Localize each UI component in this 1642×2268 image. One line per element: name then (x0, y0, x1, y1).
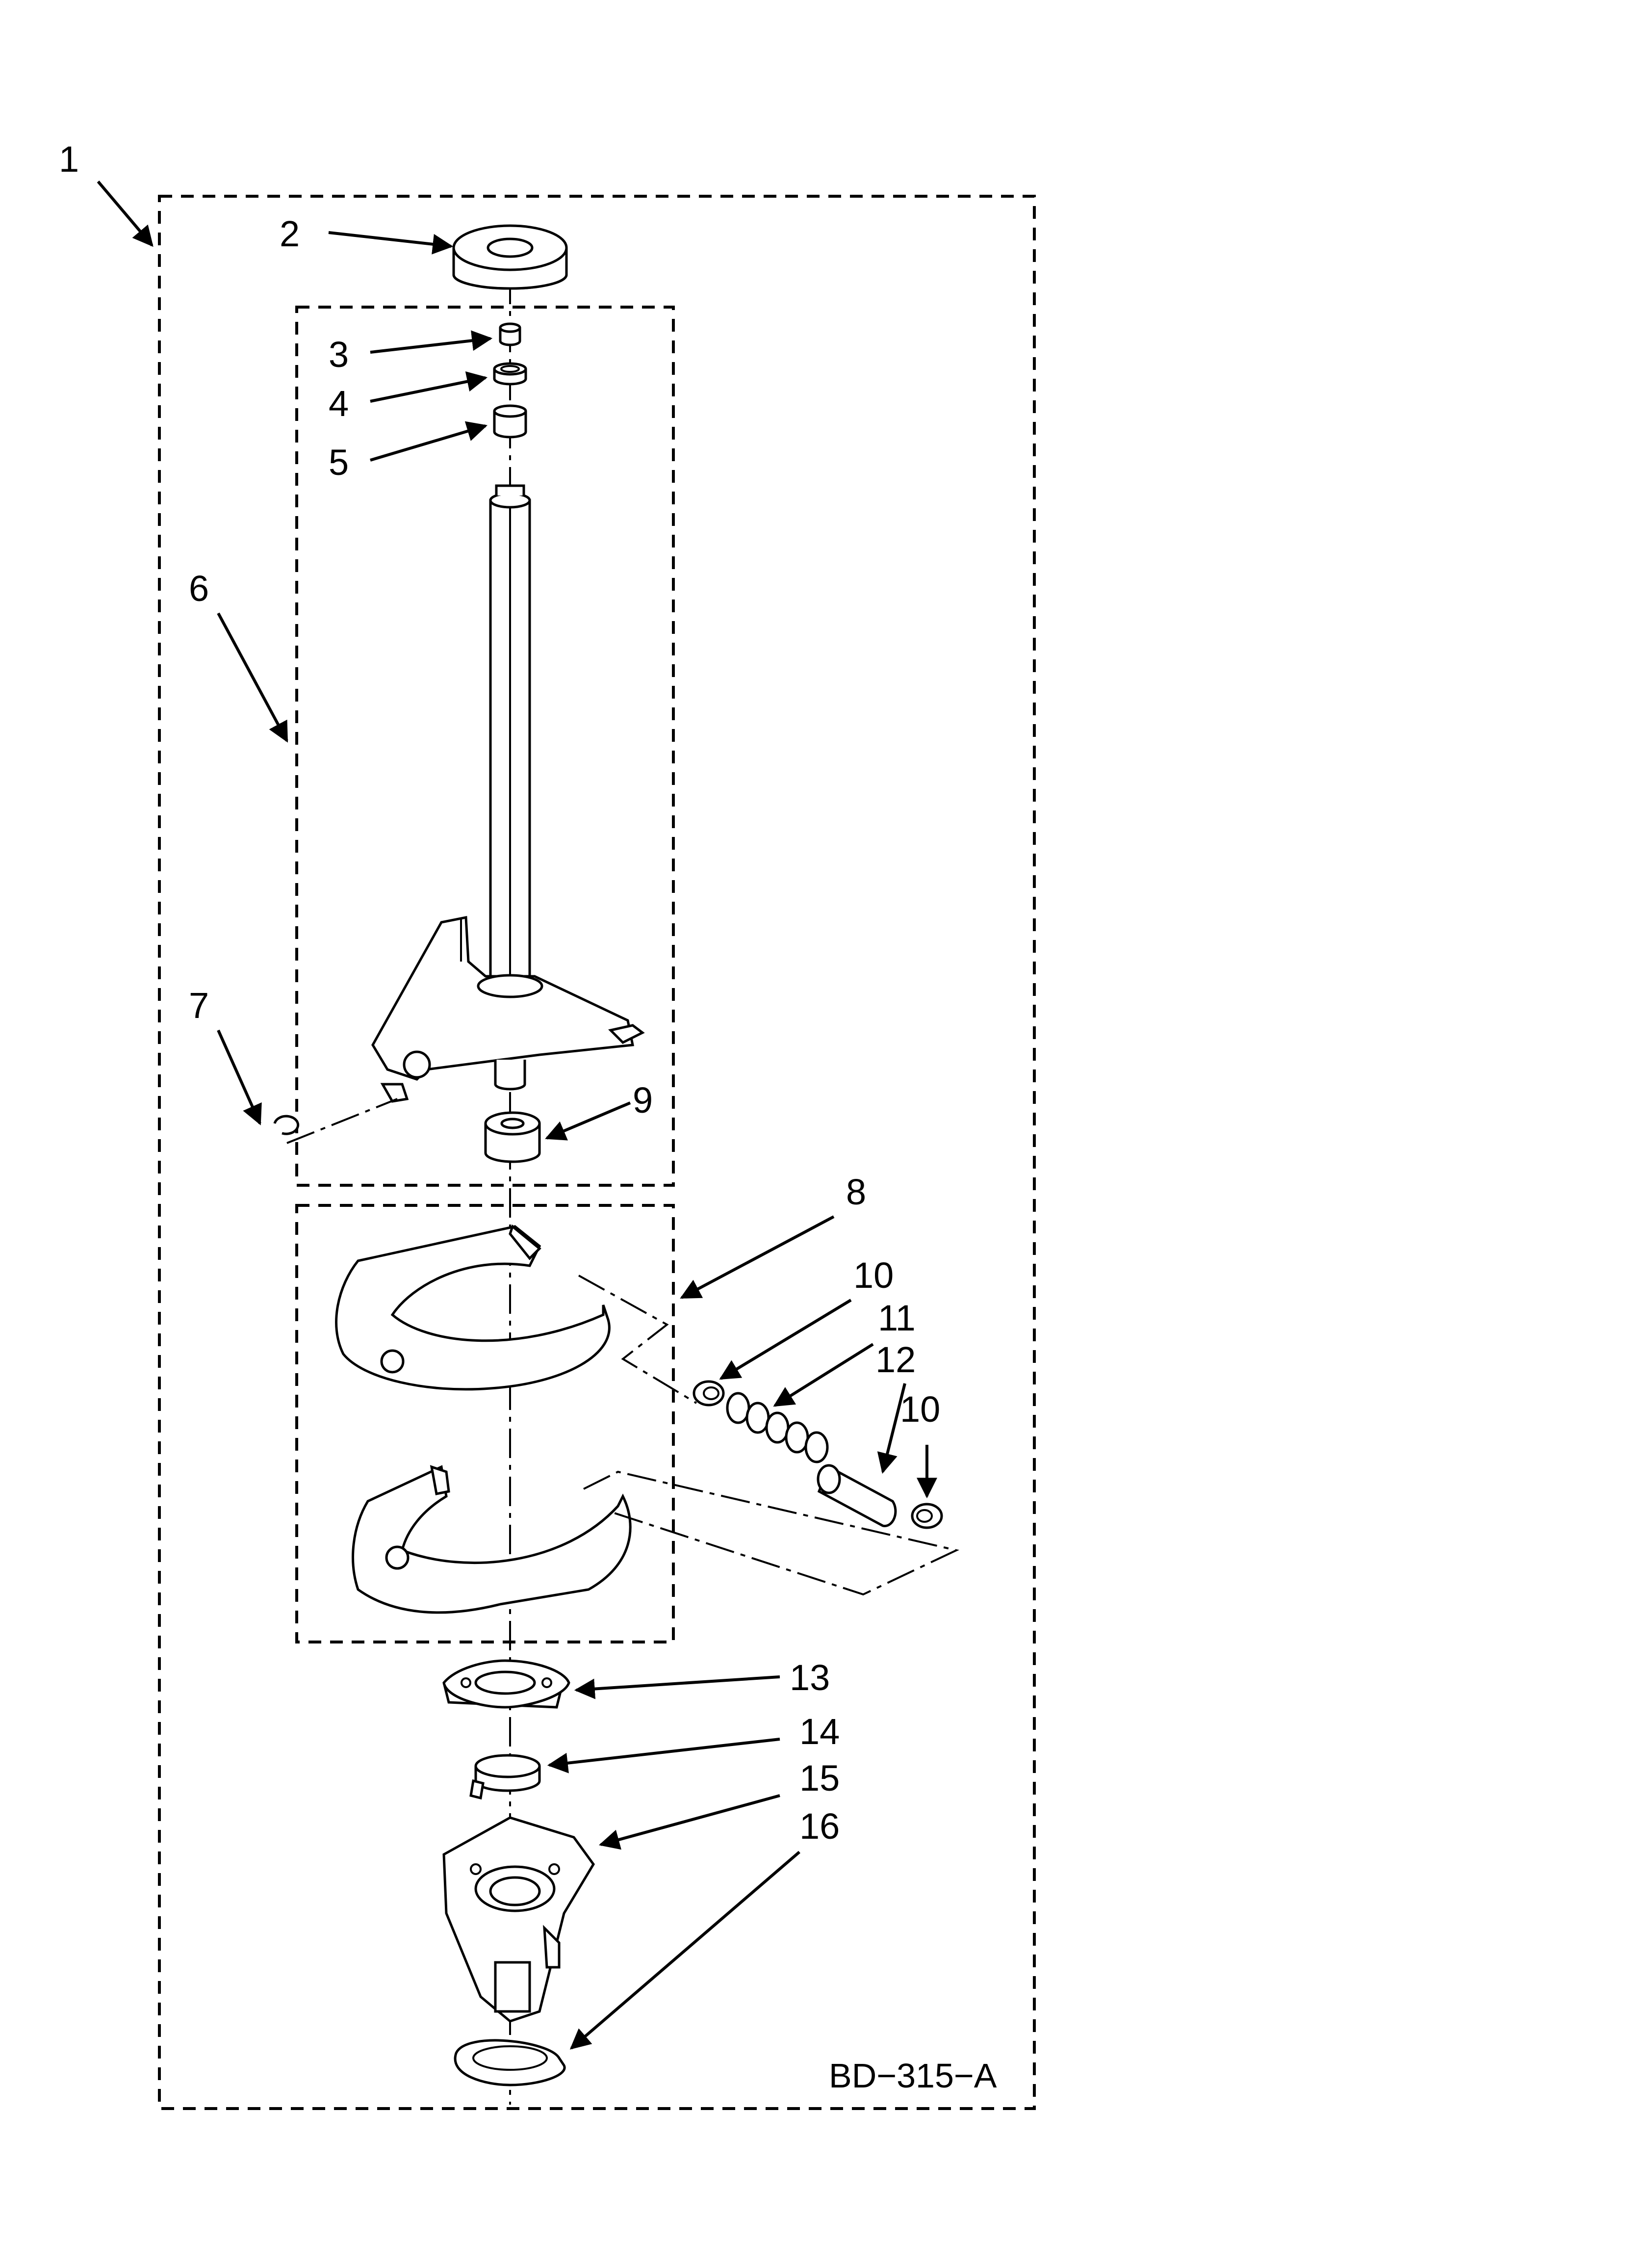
leader-16 (569, 1851, 800, 2050)
callout-9: 9 (633, 1080, 653, 1121)
leader-11 (773, 1343, 874, 1407)
callout-5: 5 (329, 442, 349, 483)
callout-3: 3 (329, 334, 349, 375)
leader-7-dash (286, 1098, 398, 1144)
part-14-ring (469, 1754, 541, 1800)
callout-16: 16 (799, 1806, 840, 1847)
callout-10b: 10 (900, 1389, 940, 1430)
leader-13 (574, 1675, 780, 1699)
leader-2 (328, 231, 454, 255)
callout-1: 1 (59, 139, 79, 180)
assembly-outline-1 (158, 195, 1036, 2110)
callout-10a: 10 (853, 1255, 894, 1296)
leader-9 (545, 1101, 631, 1141)
leader-1 (97, 181, 154, 247)
spring-assembly-connector (578, 1275, 697, 1404)
assembly-outline-8 (295, 1204, 675, 1643)
part-8-brake-upper (335, 1224, 611, 1391)
spring-assembly-connector-lower (583, 1470, 960, 1596)
part-15-bracket (442, 1816, 595, 2023)
part-16-retaining-ring (454, 2039, 566, 2086)
callout-4: 4 (329, 383, 349, 424)
leader-12 (877, 1383, 906, 1474)
callout-8: 8 (846, 1172, 866, 1212)
part-7-clip (273, 1115, 300, 1135)
part-10-cap-b (911, 1503, 943, 1529)
part-9-bushing (484, 1111, 541, 1163)
leader-4 (370, 371, 488, 403)
diagram-code: BD−315−A (829, 2057, 997, 2095)
callout-2: 2 (280, 213, 300, 254)
callout-7: 7 (189, 985, 209, 1026)
part-3-bushing (499, 322, 521, 346)
part-5-bushing (493, 404, 527, 439)
part-13-plate (442, 1659, 570, 1709)
part-12-pin (817, 1464, 897, 1527)
callout-14: 14 (799, 1711, 840, 1752)
leader-15 (598, 1794, 780, 1850)
part-10-cap (693, 1380, 725, 1407)
callout-11: 11 (878, 1298, 916, 1338)
leader-3 (370, 330, 493, 354)
leader-6 (217, 612, 288, 743)
leader-14 (547, 1738, 780, 1773)
leader-8 (680, 1215, 835, 1299)
part-2-seal (452, 224, 568, 290)
part-11-spring (726, 1392, 829, 1463)
part-8-brake-lower (352, 1465, 632, 1614)
leader-10a (719, 1299, 852, 1380)
callout-6: 6 (189, 568, 209, 609)
part-6-tube-bracket (371, 484, 645, 1103)
callout-15: 15 (799, 1758, 840, 1799)
callout-13: 13 (790, 1657, 830, 1698)
leader-7 (217, 1029, 262, 1125)
part-4-washer (493, 362, 527, 386)
callout-12: 12 (875, 1339, 916, 1380)
leader-5 (370, 421, 488, 462)
